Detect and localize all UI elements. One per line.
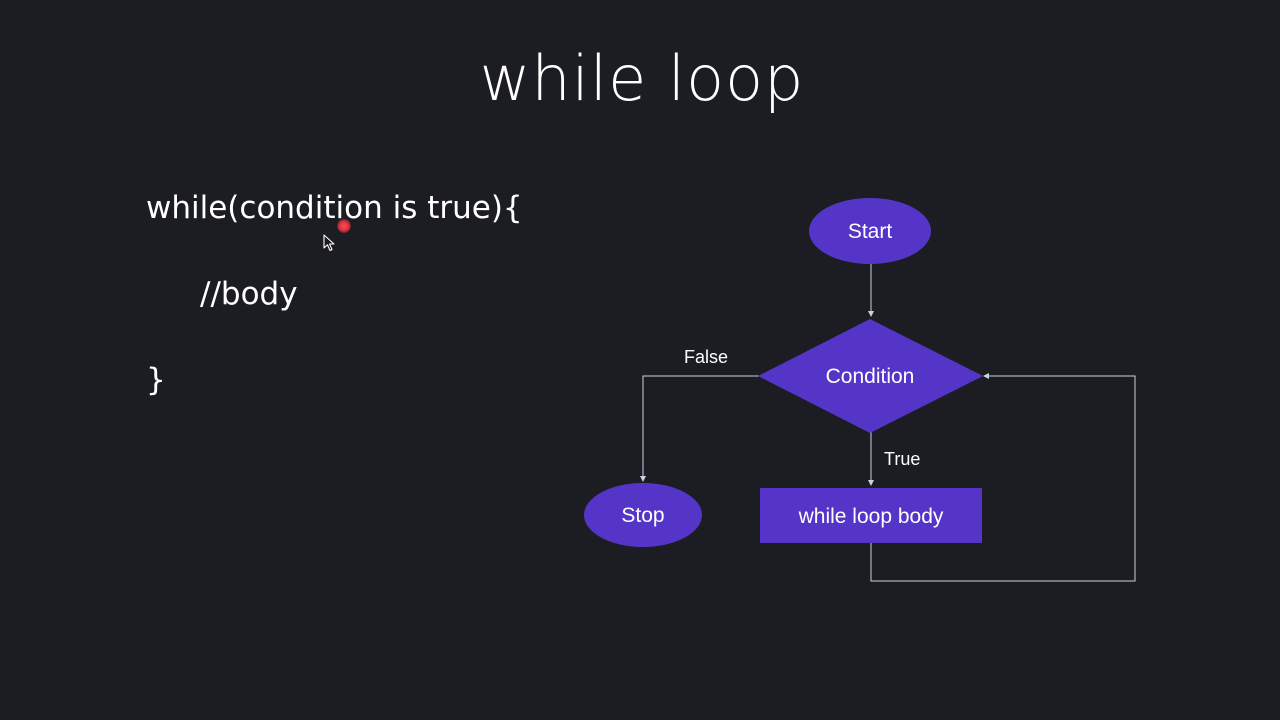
condition-node-shape [758, 319, 983, 433]
start-node-shape [809, 198, 931, 264]
slide-title: while loop [479, 42, 805, 115]
body-node-label: while loop body [798, 505, 944, 528]
code-closing-brace: } [146, 362, 166, 398]
body-node-shape [760, 488, 982, 543]
laser-pointer-dot [337, 219, 351, 233]
condition-node: Condition [758, 319, 983, 433]
start-node-label: Start [848, 220, 893, 243]
stop-node-shape [584, 483, 702, 547]
edge-condition-to-stop [640, 375, 760, 482]
code-while-header: while(condition is true){ [146, 190, 523, 226]
condition-node-label: Condition [826, 365, 915, 388]
stop-node: Stop [584, 483, 702, 547]
mouse-cursor-icon [323, 234, 335, 252]
edge-body-loop-back [870, 373, 1136, 582]
true-edge-label: True [884, 449, 920, 469]
start-node: Start [809, 198, 931, 264]
stop-node-label: Stop [621, 504, 664, 527]
false-edge-label: False [684, 347, 728, 367]
code-body-comment: //body [200, 276, 298, 312]
body-node: while loop body [760, 488, 982, 543]
